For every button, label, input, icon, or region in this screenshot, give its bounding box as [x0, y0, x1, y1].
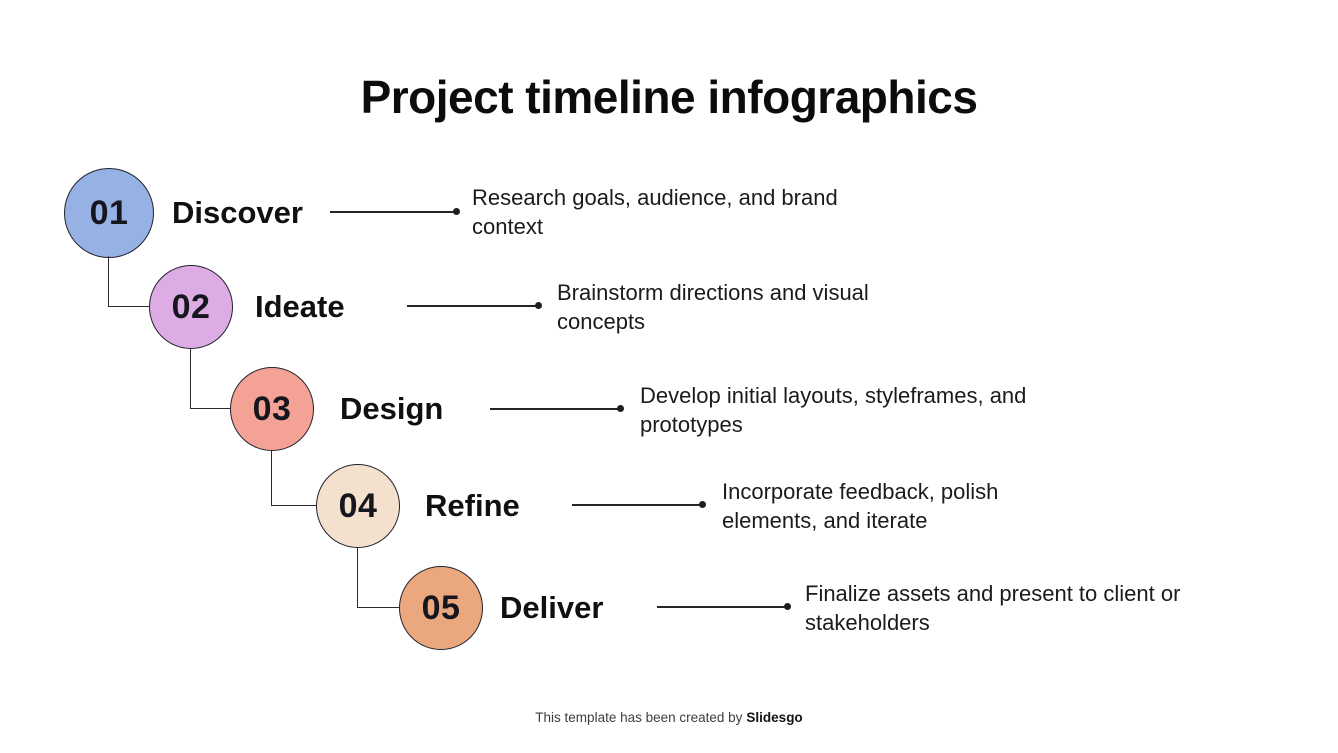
step-circle: 01 — [64, 168, 154, 258]
step-number: 04 — [338, 486, 378, 525]
step-description: Research goals, audience, and brand cont… — [472, 185, 838, 239]
step-connector — [357, 547, 399, 608]
step-label: Discover — [172, 195, 303, 230]
step-connector — [108, 256, 149, 307]
footer-credit-text: This template has been created by — [535, 710, 743, 725]
step-circle: 04 — [316, 464, 400, 548]
step-label: Refine — [425, 488, 520, 523]
page-title: Project timeline infographics — [360, 71, 978, 123]
step-number: 03 — [252, 389, 292, 428]
step-description: Brainstorm directions and visual concept… — [557, 280, 869, 334]
step-label: Ideate — [255, 289, 345, 324]
step-label: Deliver — [500, 590, 604, 625]
step-number: 02 — [171, 287, 211, 326]
step-label: Design — [340, 391, 444, 426]
pointer-line-icon — [330, 208, 460, 215]
step-circle: 02 — [149, 265, 233, 349]
pointer-line-icon — [572, 501, 706, 508]
pointer-line-icon — [407, 302, 542, 309]
pointer-line-icon — [657, 603, 791, 610]
step-number: 01 — [89, 193, 129, 232]
step-circle: 03 — [230, 367, 314, 451]
step-circle: 05 — [399, 566, 483, 650]
step-connector — [271, 450, 316, 506]
step-description: Finalize assets and present to client or… — [805, 581, 1181, 635]
step-number: 05 — [421, 588, 461, 627]
step-description: Develop initial layouts, styleframes, an… — [640, 383, 1027, 437]
pointer-line-icon — [490, 405, 624, 412]
footer-brand: Slidesgo — [746, 710, 803, 725]
step-description: Incorporate feedback, polish elements, a… — [722, 479, 999, 533]
step-connector — [190, 348, 230, 409]
